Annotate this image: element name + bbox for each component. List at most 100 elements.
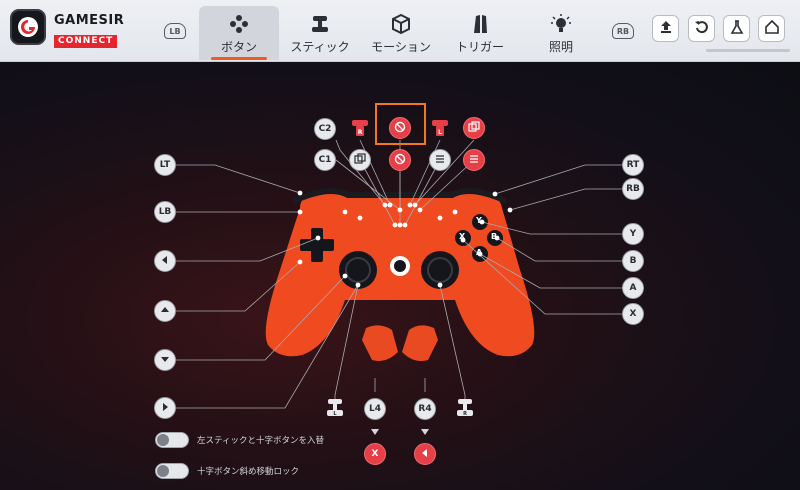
bulb-icon [550,12,572,36]
dpad-down-button[interactable] [154,349,176,371]
tab-buttons[interactable]: ボタン [199,6,279,60]
dpad-up-button[interactable] [154,300,176,322]
triangle-up-icon [160,305,170,318]
c1-label-button[interactable]: C1 [314,149,336,171]
rb-label: RB [626,184,640,194]
lb-switch-tab-button[interactable]: LB [164,23,186,39]
b-button[interactable]: B [622,250,644,272]
start-mapped-menu-button[interactable] [463,149,485,171]
lt-label: LT [159,160,171,170]
left-trigger-mapped-icon[interactable]: L [429,117,451,139]
tab-lighting-label: 照明 [548,40,573,54]
home-icon [764,19,780,39]
gamesir-logo-icon [10,9,46,45]
y-label: Y [629,229,637,239]
b-label: B [629,256,637,266]
tab-lighting[interactable]: 照明 [535,6,587,60]
reset-button[interactable] [688,15,715,42]
face-y-letter: Y [476,216,482,225]
lb-button[interactable]: LB [154,201,176,223]
menu-icon [468,153,480,168]
lb-tag-label: LB [169,26,181,36]
l4-label: L4 [369,404,381,414]
flask-icon [729,19,745,39]
trigger-icon [471,12,489,36]
dpad-diagonal-lock-label: 十字ボタン斜め移動ロック [197,467,300,477]
tab-buttons-label: ボタン [220,40,257,54]
swap-stick-dpad-row: 左スティックと十字ボタンを入替 [155,432,324,448]
arrow-down-icon [371,429,379,435]
dpad-diagonal-lock-row: 十字ボタン斜め移動ロック [155,463,299,479]
l4-mapped-x-button[interactable]: X [364,443,386,465]
select-disabled-button[interactable] [389,149,411,171]
lt-button[interactable]: LT [154,154,176,176]
copy-icon [468,120,480,136]
top-bar: GAMESIR CONNECT LB ボタン スティック [0,0,800,62]
arrow-down-icon [421,429,429,435]
c2-mapped-copy-button[interactable] [463,117,485,139]
tab-trigger-label: トリガー [455,40,504,54]
dpad-right-button[interactable] [154,397,176,419]
l3-stick-icon[interactable]: L [324,397,346,419]
disabled-icon [394,121,406,136]
rb-tag-label: RB [616,26,630,36]
face-a-letter: A [476,248,483,257]
svg-text:R: R [463,411,467,417]
tab-stick-label: スティック [290,40,350,54]
l4-button[interactable]: L4 [364,398,386,420]
selected-button-highlight [375,103,426,145]
rt-label: RT [626,160,640,170]
c1-label: C1 [318,155,332,165]
home-button[interactable] [758,15,785,42]
rb-button[interactable]: RB [622,178,644,200]
triangle-left-icon [160,255,170,268]
c2-label-button[interactable]: C2 [314,118,336,140]
brand-line2: CONNECT [54,35,118,48]
svg-text:L: L [438,129,442,136]
rb-switch-tab-button[interactable]: RB [612,23,634,39]
gamepad-buttons-icon [228,12,250,36]
r4-mapped-left-button[interactable] [414,443,436,465]
swap-stick-dpad-label: 左スティックと十字ボタンを入替 [197,436,324,446]
disabled-icon [394,153,406,168]
test-button[interactable] [723,15,750,42]
tab-motion-label: モーション [371,40,431,54]
tab-trigger[interactable]: トリガー [450,6,510,60]
x-button[interactable]: X [622,303,644,325]
upload-button[interactable] [652,15,679,42]
tab-stick[interactable]: スティック [287,6,353,60]
triangle-down-icon [160,354,170,367]
right-trigger-mapped-icon[interactable]: R [349,117,371,139]
dpad-left-button[interactable] [154,250,176,272]
menu-icon [434,153,446,168]
r4-button[interactable]: R4 [414,398,436,420]
swap-stick-dpad-toggle[interactable] [155,432,189,448]
svg-text:R: R [358,129,363,136]
tab-motion[interactable]: モーション [366,6,436,60]
brand-name: GAMESIR CONNECT [54,14,134,48]
active-tab-indicator [211,57,267,60]
c1-mapped-copy-button[interactable] [349,149,371,171]
dpad-diagonal-lock-toggle[interactable] [155,463,189,479]
joystick-icon [309,12,331,36]
y-button[interactable]: Y [622,223,644,245]
menu-button[interactable] [429,149,451,171]
rt-button[interactable]: RT [622,154,644,176]
face-b-letter: B [491,232,498,241]
lb-label: LB [158,207,172,217]
c2-label: C2 [318,124,332,134]
header-scrollbar[interactable] [706,49,790,52]
r3-stick-icon[interactable]: R [454,397,476,419]
cube-motion-icon [390,12,412,36]
triangle-right-icon [160,402,170,415]
l4-mapped-label: X [371,449,379,459]
face-x-letter: X [459,232,466,241]
r4-label: R4 [418,404,432,414]
brand-line1: GAMESIR [54,13,125,28]
copy-icon [354,152,366,168]
share-disabled-button[interactable] [389,117,411,139]
svg-text:L: L [333,411,337,417]
a-button[interactable]: A [622,277,644,299]
triangle-left-icon [420,448,430,461]
toggle-knob [157,434,169,446]
